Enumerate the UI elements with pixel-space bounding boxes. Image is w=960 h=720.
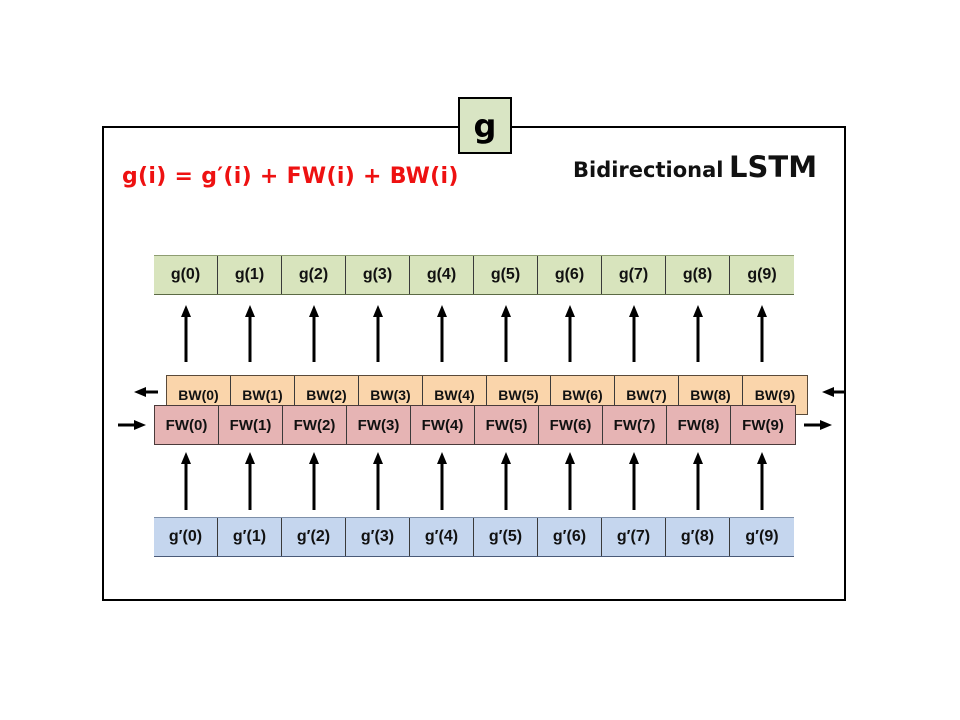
output-cell-4: g(4) <box>410 256 474 294</box>
backward-cell-7: BW(7) <box>615 376 679 414</box>
backward-cell-0: BW(0) <box>167 376 231 414</box>
forward-cell-0: FW(0) <box>155 406 219 444</box>
output-cell-5: g(5) <box>474 256 538 294</box>
forward-cell-7: FW(7) <box>603 406 667 444</box>
backward-cell-5: BW(5) <box>487 376 551 414</box>
input-cell-8: g′(8) <box>666 518 730 556</box>
forward-cell-8: FW(8) <box>667 406 731 444</box>
output-cell-7: g(7) <box>602 256 666 294</box>
input-cell-3: g′(3) <box>346 518 410 556</box>
output-box: g <box>458 97 512 154</box>
up-arrow-upper-5 <box>501 305 511 362</box>
input-sequence-row: g′(0)g′(1)g′(2)g′(3)g′(4)g′(5)g′(6)g′(7)… <box>154 517 794 557</box>
input-cell-6: g′(6) <box>538 518 602 556</box>
formula-text: g(i) = g′(i) + FW(i) + BW(i) <box>122 164 459 189</box>
up-arrow-lower-7 <box>629 452 639 510</box>
forward-cell-1: FW(1) <box>219 406 283 444</box>
input-cell-2: g′(2) <box>282 518 346 556</box>
up-arrow-upper-3 <box>373 305 383 362</box>
output-cell-2: g(2) <box>282 256 346 294</box>
backward-cell-3: BW(3) <box>359 376 423 414</box>
backward-cell-2: BW(2) <box>295 376 359 414</box>
output-cell-9: g(9) <box>747 266 777 283</box>
backward-left-arrow <box>134 387 158 397</box>
input-cell-5: g′(5) <box>474 518 538 556</box>
up-arrow-upper-1 <box>245 305 255 362</box>
up-arrow-upper-8 <box>693 305 703 362</box>
backward-right-arrow <box>822 387 846 397</box>
forward-cell-5: FW(5) <box>475 406 539 444</box>
output-cell-1: g(1) <box>218 256 282 294</box>
up-arrow-lower-8 <box>693 452 703 510</box>
up-arrow-lower-4 <box>437 452 447 510</box>
up-arrow-lower-0 <box>181 452 191 510</box>
output-sequence-row: g(0)g(1)g(2)g(3)g(4)g(5)g(6)g(7)g(8) g(9) <box>154 255 794 295</box>
up-arrow-upper-9 <box>757 305 767 362</box>
output-cell-8: g(8) <box>666 256 730 294</box>
forward-cell-6: FW(6) <box>539 406 603 444</box>
forward-sequence-row: FW(0)FW(1)FW(2)FW(3)FW(4)FW(5)FW(6)FW(7)… <box>154 405 796 445</box>
input-cell-4: g′(4) <box>410 518 474 556</box>
forward-cell-3: FW(3) <box>347 406 411 444</box>
up-arrow-upper-0 <box>181 305 191 362</box>
input-cell-7: g′(7) <box>602 518 666 556</box>
up-arrow-lower-1 <box>245 452 255 510</box>
forward-cell-2: FW(2) <box>283 406 347 444</box>
up-arrow-upper-2 <box>309 305 319 362</box>
diagram-title: Bidirectional LSTM <box>573 150 817 184</box>
backward-cell-9: BW(9) <box>754 387 796 403</box>
input-cell-9: g′(9) <box>745 528 779 545</box>
input-cell-0: g′(0) <box>154 518 218 556</box>
backward-cell-1: BW(1) <box>231 376 295 414</box>
up-arrow-lower-3 <box>373 452 383 510</box>
title-word-bidirectional: Bidirectional <box>573 158 724 182</box>
up-arrow-upper-6 <box>565 305 575 362</box>
input-cell-1: g′(1) <box>218 518 282 556</box>
up-arrow-lower-9 <box>757 452 767 510</box>
output-cell-3: g(3) <box>346 256 410 294</box>
backward-cell-4: BW(4) <box>423 376 487 414</box>
backward-cell-8: BW(8) <box>679 376 743 414</box>
forward-cell-9: FW(9) <box>742 416 784 434</box>
up-arrow-upper-4 <box>437 305 447 362</box>
up-arrow-lower-2 <box>309 452 319 510</box>
forward-cell-4: FW(4) <box>411 406 475 444</box>
up-arrow-lower-5 <box>501 452 511 510</box>
forward-right-arrow <box>804 420 832 430</box>
output-cell-6: g(6) <box>538 256 602 294</box>
forward-left-arrow <box>118 420 146 430</box>
up-arrow-upper-7 <box>629 305 639 362</box>
backward-cell-6: BW(6) <box>551 376 615 414</box>
up-arrow-lower-6 <box>565 452 575 510</box>
output-cell-0: g(0) <box>154 256 218 294</box>
title-word-lstm: LSTM <box>729 150 818 184</box>
